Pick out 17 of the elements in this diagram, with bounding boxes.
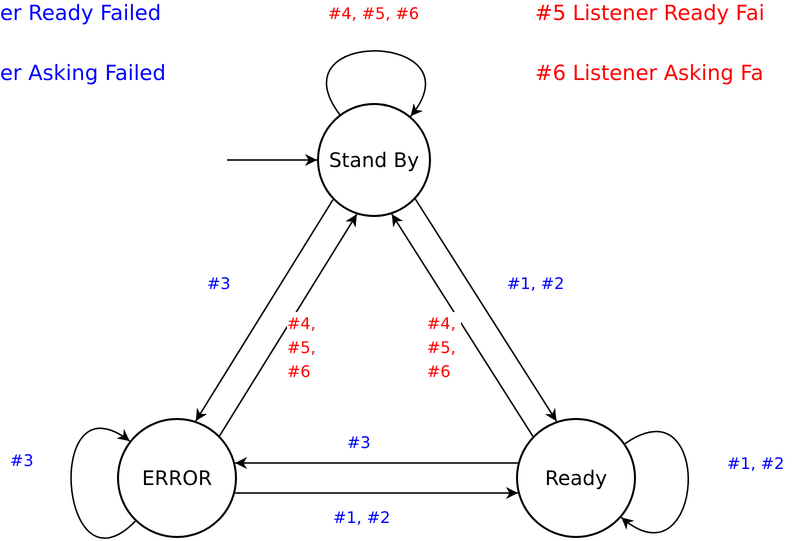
arrow xyxy=(391,214,534,437)
note-text: er Asking Failed xyxy=(0,61,166,85)
arrow xyxy=(218,214,358,436)
note-text: er Ready Failed xyxy=(0,1,162,25)
state-name: ERROR xyxy=(142,466,212,490)
arrow xyxy=(195,199,334,422)
arrow xyxy=(227,154,317,166)
arrow xyxy=(326,50,426,117)
arrow xyxy=(620,431,689,534)
arrow xyxy=(414,198,558,422)
note-text: #5 Listener Ready Fai xyxy=(535,1,765,25)
arrow xyxy=(235,457,518,469)
state-name: Ready xyxy=(544,466,608,490)
arrow xyxy=(235,487,518,499)
state-name: Stand By xyxy=(328,148,420,172)
note-text: #6 Listener Asking Fa xyxy=(535,61,764,85)
arrow xyxy=(70,428,136,539)
